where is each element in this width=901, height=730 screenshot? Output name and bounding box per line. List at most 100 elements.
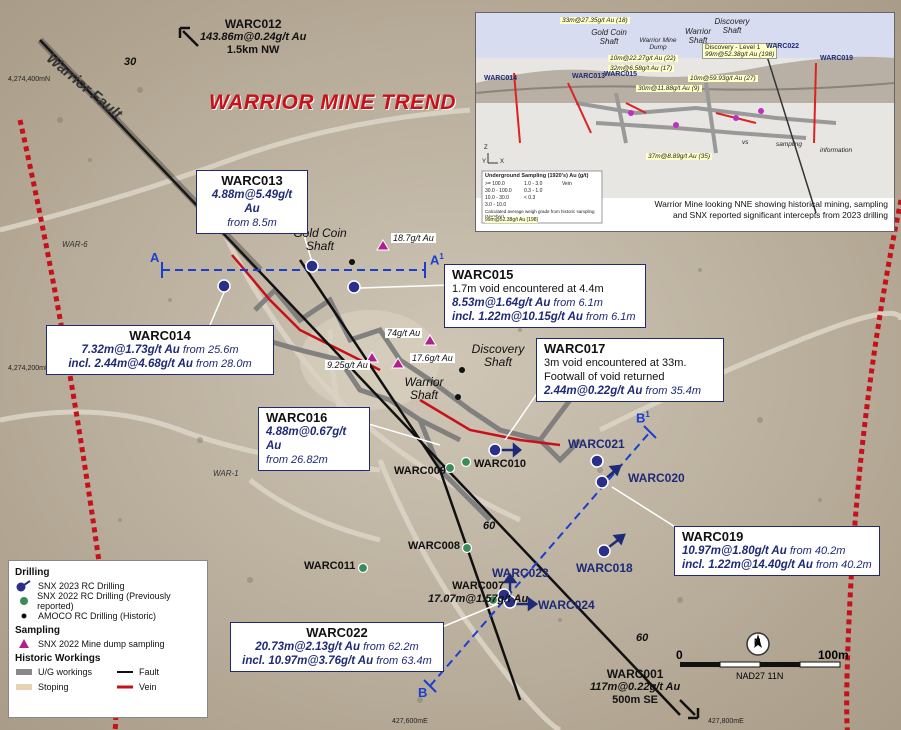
inset-legend-title: Underground Sampling (1920's) Au (g/t): [485, 173, 589, 179]
inset-axis-label: Y: [482, 159, 487, 165]
scale-zero: 0: [676, 648, 683, 662]
inset-legend-item: Vein: [562, 181, 572, 187]
callout-warc013: WARC013 4.88m@5.49g/t Au from 8.5m: [196, 170, 308, 234]
inset-callout: 10m@59.93g/t Au (27): [688, 75, 758, 82]
inset-legend-item: 30.0 - 100.0: [485, 188, 512, 194]
callout-warc019: WARC019 10.97m@1.80g/t Au from 40.2m inc…: [674, 526, 880, 576]
section-lines: [162, 269, 651, 687]
inset-hole-label: WARC013: [572, 73, 606, 80]
scale-bar: N 0 100m NAD27 11N: [672, 630, 892, 685]
legend-heading: Historic Workings: [15, 653, 101, 664]
legend-item: Fault: [139, 666, 160, 677]
hole-label: WARC018: [576, 561, 633, 575]
inset-shaft-label: Warrior Mine Dump: [639, 37, 677, 51]
inset-shaft-label: Gold Coin Shaft: [591, 28, 627, 46]
inset-callout: 32m@6.58g/t Au (17): [608, 65, 675, 72]
inset-legend-example: 99m@52.38g/t Au (198): [485, 217, 539, 223]
section-a-label: A: [150, 250, 160, 265]
war6-label: WAR-6: [62, 240, 88, 249]
regional-veins: [17, 119, 901, 730]
hole-label: WARC023: [492, 566, 549, 580]
inset-hole-label: WARC019: [820, 55, 854, 62]
inset-legend-item: 3.0 - 10.0: [485, 202, 507, 208]
callout-warc022: WARC022 20.73m@2.13g/t Au from 62.2m inc…: [230, 622, 444, 672]
inset-callout: 37m@8.89g/t Au (35): [646, 153, 713, 160]
hole-label: WARC011: [304, 560, 356, 572]
hole-label: WARC008: [408, 540, 460, 552]
war1-label: WAR-1: [213, 469, 239, 478]
legend-item: Vein: [139, 681, 157, 692]
inset-shaft-label: Warrior Shaft: [684, 27, 712, 45]
legend-heading: Sampling: [15, 625, 61, 636]
section-b-label: B: [418, 685, 428, 700]
scale-max: 100m: [818, 648, 849, 662]
inset-axis-label: X: [500, 159, 505, 165]
section-ticks: [161, 262, 657, 693]
hole-label: WARC021: [568, 437, 625, 451]
grid-northing-1: 4,274,400mN: [8, 76, 51, 83]
grid-northing-2: 4,274,200mN: [8, 365, 51, 372]
inset-shaft-label: Discovery Shaft: [714, 17, 750, 35]
inset-road-label: vs: [742, 139, 749, 146]
sample-label: 18.7g/t Au: [391, 233, 436, 243]
inset-hole-label: WARC015: [604, 71, 638, 78]
warc007-label: WARC007 17.07m@1.57g/t Au: [428, 580, 529, 605]
grid-easting-1: 427,600mE: [392, 718, 428, 725]
collars-2022: [357, 456, 499, 606]
map-title: WARRIOR MINE TREND: [209, 91, 456, 114]
inset-hole-label: WARC022: [766, 43, 800, 50]
dip-label: 30: [124, 56, 137, 68]
hole-label: WARC009: [394, 465, 446, 477]
veins: [231, 254, 561, 447]
inset-hole-label: WARC014: [484, 75, 518, 82]
sampling-triangles: [365, 239, 437, 369]
inset-caption: Warrior Mine looking NNE showing histori…: [654, 199, 888, 220]
inset-legend-item: 0.3 - 1.0: [524, 188, 543, 194]
inset-legend-item: 10.0 - 30.0: [485, 195, 509, 201]
callout-warc015: WARC015 1.7m void encountered at 4.4m 8.…: [444, 264, 646, 328]
legend-heading: Drilling: [15, 567, 50, 578]
faults: [39, 39, 681, 716]
inset-road-label: information: [820, 147, 853, 154]
dip-label: 60: [483, 520, 496, 532]
sample-label: 74g/t Au: [385, 328, 423, 338]
sample-label: 9.25g/t Au: [325, 360, 370, 370]
inset-legend-item: < 0.3: [524, 195, 536, 201]
legend-item: SNX 2022 RC Drilling (Previously reporte…: [37, 590, 171, 611]
warrior-shaft-label: Warrior Shaft: [404, 375, 444, 402]
inset-3d-view: 33m@27.35g/t Au (18) 10m@22.27g/t Au (22…: [475, 12, 895, 232]
dip-label: 60: [636, 632, 649, 644]
section-b1-label: B1: [636, 410, 650, 426]
warc001-label: WARC001 117m@0.22g/t Au 500m SE: [590, 667, 681, 707]
collars-2023: [217, 259, 611, 609]
hole-label: WARC024: [538, 598, 595, 612]
legend-item: Stoping: [38, 681, 69, 692]
sample-label: 17.6g/t Au: [410, 353, 455, 363]
inset-legend-item: >= 100.0: [485, 181, 505, 187]
scale-datum: NAD27 11N: [736, 671, 784, 681]
inset-callout: 10m@22.27g/t Au (22): [608, 55, 678, 62]
nw-arrow: [182, 30, 199, 47]
callout-warc016: WARC016 4.88m@0.67g/t Au from 26.82m: [258, 407, 370, 471]
grid-easting-2: 427,800mE: [708, 718, 744, 725]
legend-item: SNX 2023 RC Drilling: [38, 580, 125, 591]
section-a1-label: A1: [430, 252, 444, 268]
inset-callout: 33m@27.35g/t Au (18): [560, 17, 630, 24]
hole-label: WARC010: [474, 458, 526, 470]
legend-item: SNX 2022 Mine dump sampling: [38, 638, 165, 649]
hole-label: WARC020: [628, 471, 685, 485]
legend-item: U/G workings: [38, 666, 93, 677]
inset-legend-item: 1.0 - 3.0: [524, 181, 543, 187]
legend-item: AMOCO RC Drilling (Historic): [38, 610, 157, 621]
inset-axis-label: Z: [484, 145, 488, 151]
north-arrow-label: N: [754, 637, 761, 647]
inset-legend-note: Calculated average weigh grade from hist…: [485, 209, 595, 219]
inset-road-label: sampling: [776, 141, 803, 148]
callout-warc017: WARC017 3m void encountered at 33m. Foot…: [536, 338, 724, 402]
callout-warc014: WARC014 7.32m@1.73g/t Au from 25.6m incl…: [46, 325, 274, 375]
legend: Drilling SNX 2023 RC Drilling SNX 2022 R…: [8, 560, 208, 718]
discovery-shaft-label: Discovery Shaft: [471, 342, 525, 369]
warc012-label: WARC012 143.86m@0.24g/t Au 1.5km NW: [200, 17, 307, 57]
